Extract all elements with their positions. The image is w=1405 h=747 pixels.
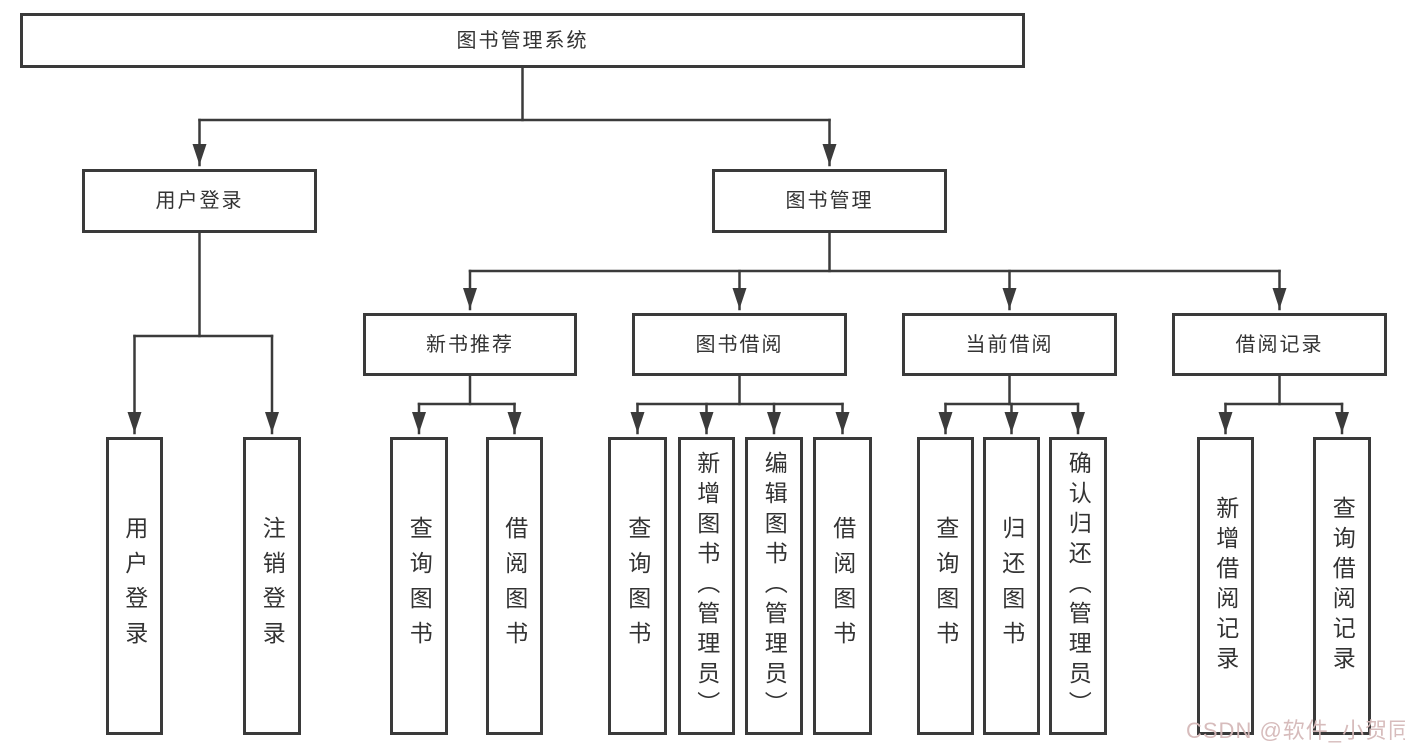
leaf-user-login: 用户登录	[106, 437, 163, 735]
connector-book-mgmt-children	[463, 230, 1287, 311]
connector-book-borrow-leaves	[630, 373, 850, 435]
leaf-newbook-borrow-books-label: 借阅图书	[501, 516, 528, 656]
connector-new-book-leaves	[412, 373, 522, 435]
node-library-system-root: 图书管理系统	[20, 13, 1025, 68]
leaf-newbook-query-books-label: 查询图书	[406, 516, 433, 656]
leaf-records-query-record-label: 查询借阅记录	[1329, 496, 1356, 676]
leaf-borrow-query-books: 查询图书	[608, 437, 667, 735]
leaf-user-login-label: 用户登录	[121, 516, 148, 656]
leaf-newbook-borrow-books: 借阅图书	[486, 437, 543, 735]
node-borrowing-records: 借阅记录	[1172, 313, 1387, 376]
leaf-logout: 注销登录	[243, 437, 301, 735]
node-book-management-branch: 图书管理	[712, 169, 947, 233]
node-new-book-recommend: 新书推荐	[363, 313, 577, 376]
connector-current-borrow-leaves	[938, 373, 1085, 435]
leaf-newbook-query-books: 查询图书	[390, 437, 448, 735]
connector-root-to-branches	[192, 65, 837, 167]
leaf-logout-label: 注销登录	[259, 516, 286, 656]
leaf-records-add-record: 新增借阅记录	[1197, 437, 1254, 735]
connector-user-login-children	[127, 230, 279, 435]
csdn-watermark: CSDN @软件_小贺同学	[1186, 718, 1405, 743]
leaf-borrow-edit-book-admin-label: 编辑图书（管理员）	[761, 451, 788, 721]
leaf-current-return-books: 归还图书	[983, 437, 1040, 735]
leaf-borrow-edit-book-admin: 编辑图书（管理员）	[745, 437, 803, 735]
leaf-borrow-query-books-label: 查询图书	[624, 516, 651, 656]
leaf-borrow-add-book-admin-label: 新增图书（管理员）	[693, 451, 720, 721]
leaf-current-query-books-label: 查询图书	[932, 516, 959, 656]
leaf-borrow-borrow-books-label: 借阅图书	[829, 516, 856, 656]
leaf-records-add-record-label: 新增借阅记录	[1212, 496, 1239, 676]
node-book-borrowing: 图书借阅	[632, 313, 847, 376]
node-user-login-branch: 用户登录	[82, 169, 317, 233]
leaf-records-query-record: 查询借阅记录	[1313, 437, 1371, 735]
node-current-borrowing: 当前借阅	[902, 313, 1117, 376]
leaf-current-confirm-return-admin-label: 确认归还（管理员）	[1065, 451, 1092, 721]
leaf-borrow-borrow-books: 借阅图书	[813, 437, 872, 735]
connector-borrow-records-leaves	[1218, 373, 1349, 435]
leaf-current-query-books: 查询图书	[917, 437, 974, 735]
leaf-current-return-books-label: 归还图书	[998, 516, 1025, 656]
leaf-current-confirm-return-admin: 确认归还（管理员）	[1049, 437, 1107, 735]
leaf-borrow-add-book-admin: 新增图书（管理员）	[678, 437, 735, 735]
